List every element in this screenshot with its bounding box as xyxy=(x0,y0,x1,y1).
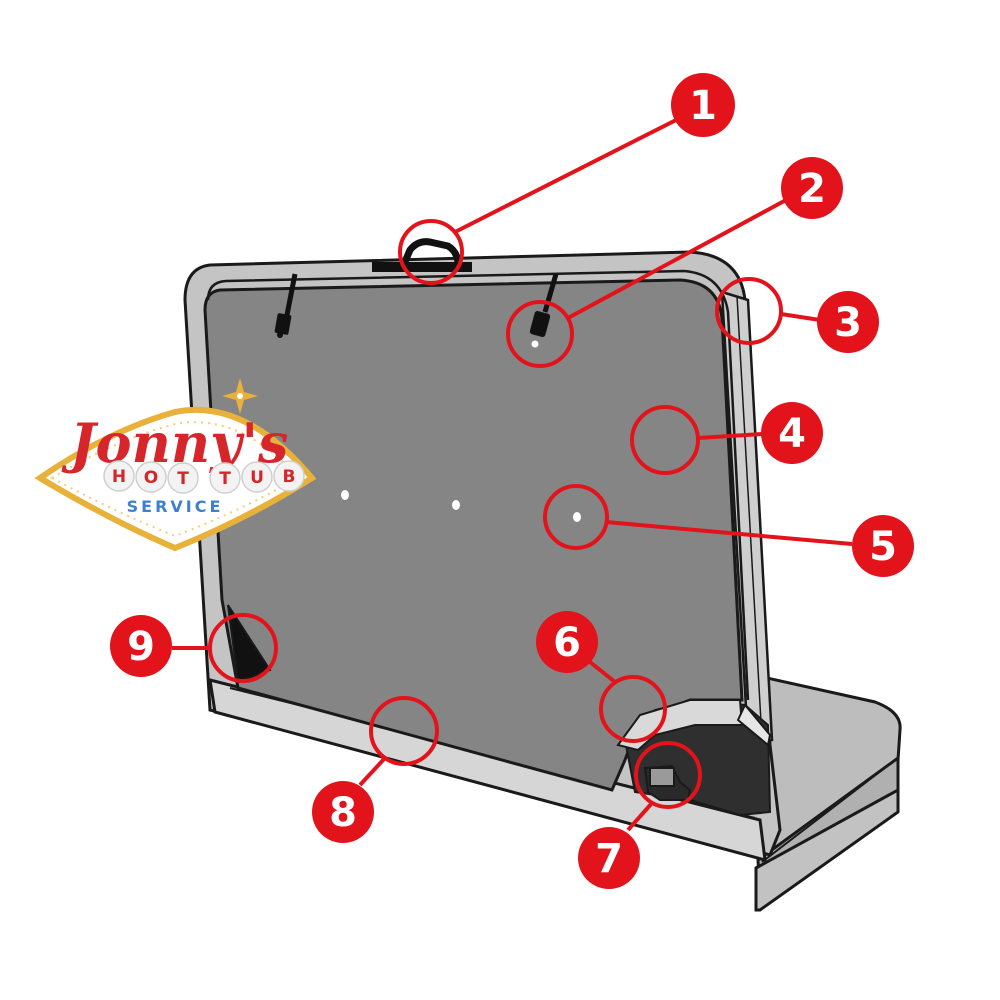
logo: Jonny's H O T T U B SERVICE xyxy=(34,378,317,552)
cover-lock xyxy=(643,764,692,801)
callout-leader-5 xyxy=(605,520,853,546)
logo-ball-letter: B xyxy=(283,467,296,487)
callout-badges: 1 2 3 4 5 6 7 8 xyxy=(110,73,914,889)
callout-ring-6 xyxy=(599,675,667,743)
callout-ring-7 xyxy=(634,741,702,809)
logo-ball-letter: T xyxy=(177,469,189,489)
callout-label-2: 2 xyxy=(798,166,826,212)
callout-ring-8 xyxy=(369,696,439,766)
logo-subtitle: SERVICE xyxy=(127,497,224,516)
logo-ball-letter: O xyxy=(144,468,158,488)
callout-badge-5: 5 xyxy=(852,515,914,577)
callout-label-6: 6 xyxy=(553,620,581,666)
callout-leader-7 xyxy=(626,801,654,832)
callout-leader-8 xyxy=(358,756,387,787)
tie-down-strap-left xyxy=(274,273,298,338)
logo-letter-balls: H O T T U B xyxy=(103,460,305,494)
callout-label-7: 7 xyxy=(595,836,623,882)
callout-label-4: 4 xyxy=(778,411,806,457)
callout-ring-2 xyxy=(506,300,574,368)
spa-base xyxy=(738,670,902,912)
callout-badge-3: 3 xyxy=(817,291,879,353)
callout-leader-3 xyxy=(780,312,821,322)
star-icon xyxy=(222,378,258,414)
callout-badge-2: 2 xyxy=(781,157,843,219)
callout-leader-1 xyxy=(454,116,681,234)
callout-label-3: 3 xyxy=(834,300,862,346)
vent-holes xyxy=(341,490,581,522)
callout-badge-7: 7 xyxy=(578,827,640,889)
callout-ring-3 xyxy=(715,277,783,345)
callout-leader-2 xyxy=(567,198,787,320)
callout-ring-5 xyxy=(543,484,609,550)
callouts xyxy=(172,116,853,832)
callout-leader-6 xyxy=(588,660,617,684)
callout-label-9: 9 xyxy=(127,624,155,670)
callout-badge-4: 4 xyxy=(761,402,823,464)
callout-badge-1: 1 xyxy=(671,73,735,137)
logo-ball-letter: H xyxy=(112,467,126,487)
callout-leader-4 xyxy=(697,432,763,440)
callout-label-1: 1 xyxy=(689,83,717,129)
callout-ring-4 xyxy=(630,405,700,475)
callout-badge-6: 6 xyxy=(536,611,598,673)
callout-badge-9: 9 xyxy=(110,615,172,677)
logo-ball-letter: U xyxy=(250,468,264,488)
callout-ring-1 xyxy=(398,219,464,285)
callout-label-5: 5 xyxy=(869,524,897,570)
handle xyxy=(372,238,472,272)
corner-shadow xyxy=(227,604,272,684)
callout-label-8: 8 xyxy=(329,790,357,836)
logo-ball-letter: T xyxy=(219,469,231,489)
tie-down-strap-right xyxy=(529,273,559,348)
callout-badge-8: 8 xyxy=(312,781,374,843)
